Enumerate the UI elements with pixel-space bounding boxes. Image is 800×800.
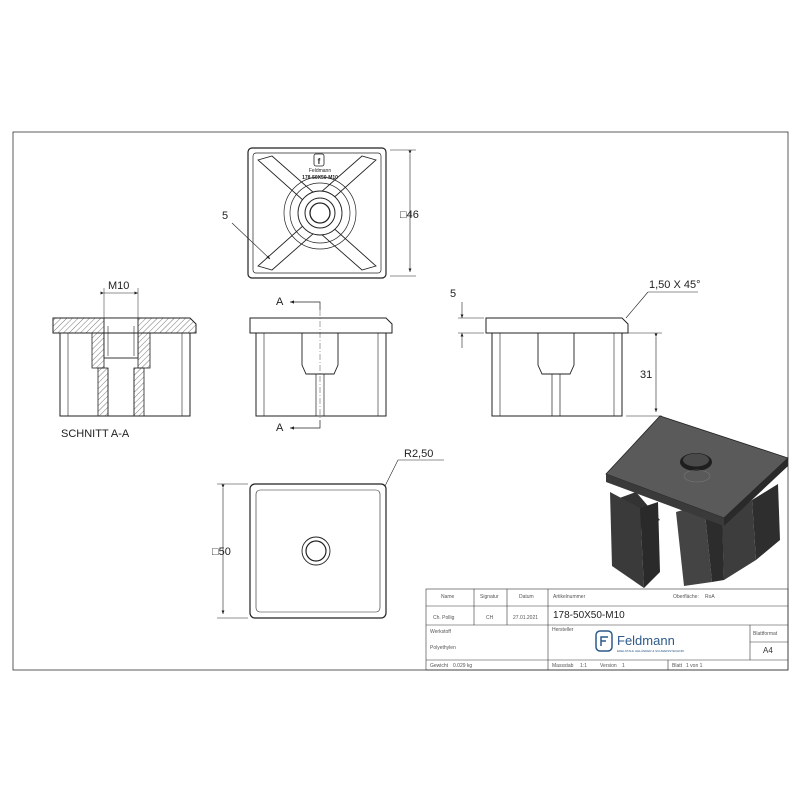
tb-value-material: Polyethylen: [430, 645, 456, 651]
tb-value-signature: CH: [486, 615, 494, 621]
tb-header-manufacturer: Hersteller: [552, 627, 574, 633]
side-view: 5 1,50 X 45° 31: [450, 279, 701, 417]
section-marker-bottom: A: [276, 422, 284, 434]
feldmann-logo-icon: [595, 630, 613, 652]
bottom-view-dim-square: □50: [212, 546, 231, 558]
tb-value-date: 27.01.2021: [513, 615, 538, 621]
title-block: [425, 588, 789, 671]
feldmann-logo: Feldmann EDELSTAHL GELÄNDER & SCHWEISSTE…: [595, 630, 684, 653]
top-view-brand: Feldmann: [309, 168, 331, 174]
feldmann-logo-name: Feldmann: [617, 633, 675, 648]
tb-value-sheet: 1 von 1: [686, 663, 703, 669]
tb-value-surface: RoA: [705, 594, 715, 600]
side-view-dim-lip: 5: [450, 288, 456, 300]
side-view-dim-chamfer: 1,50 X 45°: [649, 279, 701, 291]
tb-value-scale: 1:1: [580, 663, 587, 669]
tb-header-sheet: Blatt: [672, 663, 683, 669]
tb-header-date: Datum: [519, 594, 534, 600]
tb-value-sheet-format: A4: [763, 646, 773, 655]
tb-header-material: Werkstoff: [430, 629, 452, 635]
brand-logo-small-icon: [313, 153, 325, 167]
top-view: f Feldmann 178-50X50-M10 5 □46: [222, 147, 419, 279]
tb-header-version: Version: [600, 663, 617, 669]
tb-value-weight: 0.029 kg: [453, 663, 472, 669]
top-view-dim-width: 5: [222, 210, 228, 222]
tb-header-name: Name: [441, 594, 455, 600]
tb-value-version: 1: [622, 663, 625, 669]
tb-header-surface: Oberfläche:: [673, 594, 699, 600]
isometric-view: [605, 415, 789, 588]
bottom-view: R2,50 □50: [212, 448, 444, 619]
title-block-text: Name Signatur Datum Ch. Pollig CH 27.01.…: [430, 594, 778, 669]
section-marker-top: A: [276, 296, 284, 308]
tb-value-article: 178-50X50-M10: [553, 610, 625, 621]
tb-header-sheet-format: Blattformat: [753, 631, 778, 637]
tb-header-weight: Gewicht: [430, 663, 449, 669]
section-thread-label: M10: [108, 280, 129, 292]
tb-header-scale: Massstab: [552, 663, 574, 669]
top-view-part-code: 178-50X50-M10: [302, 175, 338, 181]
side-view-dim-height: 31: [640, 369, 652, 381]
tb-header-article: Artikelnummer: [553, 594, 586, 600]
feldmann-logo-tagline: EDELSTAHL GELÄNDER & SCHWEISSTECHNIK: [617, 649, 684, 653]
svg-text:f: f: [318, 157, 321, 166]
drawing-frame: [12, 131, 789, 671]
tb-header-signature: Signatur: [480, 594, 499, 600]
front-view: A A: [249, 296, 393, 434]
section-view: M10 SCHNITT A-A: [52, 280, 197, 440]
section-caption: SCHNITT A-A: [61, 428, 130, 440]
bottom-view-dim-radius: R2,50: [404, 448, 433, 460]
top-view-dim-square: □46: [400, 209, 419, 221]
tb-value-name: Ch. Pollig: [433, 615, 455, 621]
